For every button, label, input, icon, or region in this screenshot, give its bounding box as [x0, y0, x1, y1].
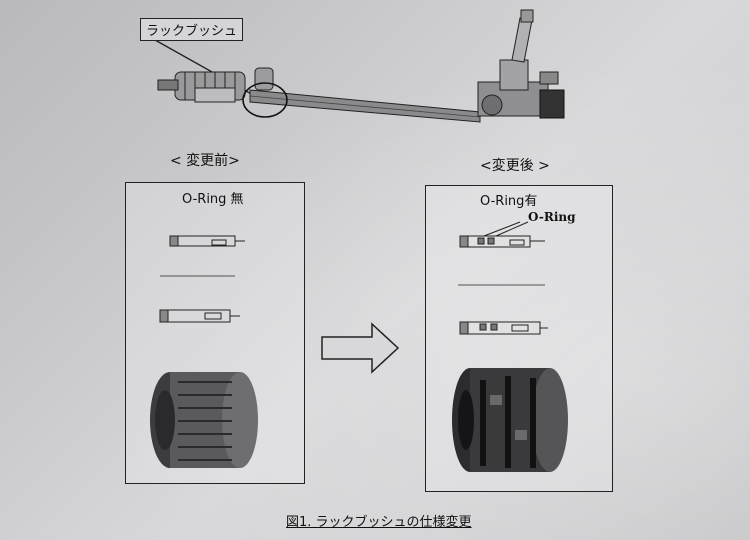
rack-bush-callout: ラックブッシュ [140, 18, 244, 41]
before-section-bottom [159, 309, 240, 323]
after-title: O-Ring有 [480, 194, 538, 209]
after-bush-photo [452, 368, 568, 472]
before-heading: < 変更前> [170, 153, 240, 169]
figure-caption: 図1. ラックブッシュの仕様変更 [286, 515, 472, 530]
oring-annotation: O-Ring [528, 210, 576, 224]
arrow-right-icon [321, 322, 400, 374]
after-heading: <変更後 > [480, 158, 550, 174]
before-bush-photo [150, 372, 258, 468]
after-section-top [459, 221, 545, 248]
before-section-top [169, 235, 245, 247]
after-section-bottom [459, 321, 548, 335]
before-title: O-Ring 無 [182, 192, 244, 207]
